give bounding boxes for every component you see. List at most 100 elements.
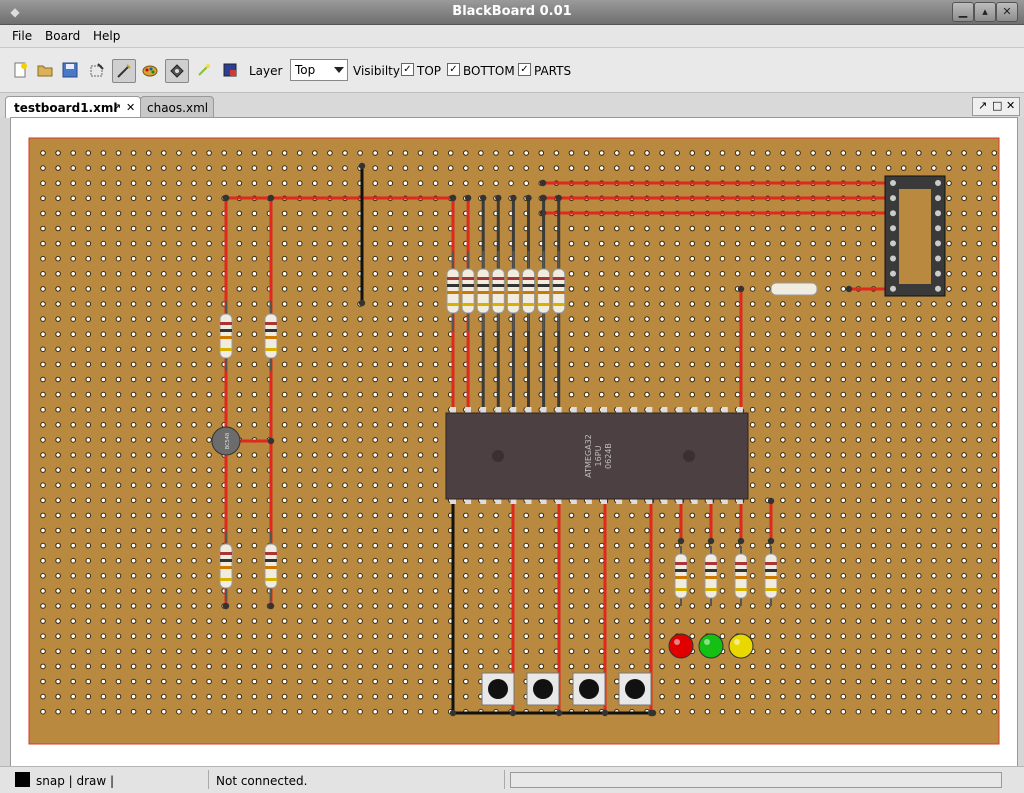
visibility-bottom-label: BOTTOM — [463, 64, 515, 78]
socket-pin — [935, 270, 941, 277]
close-window-button[interactable]: ✕ — [996, 2, 1018, 22]
resistor-band — [507, 284, 520, 287]
visibility-parts-checkbox[interactable]: ✓ — [518, 63, 531, 76]
color-swatch — [15, 772, 30, 787]
chip-pin — [570, 496, 577, 504]
resistor-band — [220, 559, 232, 562]
solder-joint — [540, 194, 547, 202]
solder-joint — [677, 537, 685, 545]
push-button — [481, 672, 515, 706]
chip-pin — [525, 407, 532, 415]
resistor-band — [447, 284, 459, 287]
solder-joint — [767, 537, 775, 545]
resistor-band — [477, 284, 490, 287]
solder-joint — [845, 285, 853, 293]
new-icon[interactable] — [9, 59, 31, 81]
palette-icon[interactable] — [139, 59, 161, 81]
transistor — [211, 426, 241, 456]
status-bar: snap | draw | Not connected. — [0, 766, 1024, 793]
menu-file[interactable]: File — [12, 29, 33, 43]
push-button — [526, 672, 560, 706]
chip-pin — [465, 407, 472, 415]
solder-joint — [539, 179, 547, 187]
layer-select[interactable]: Top — [290, 59, 348, 81]
resistor-band — [265, 336, 277, 339]
resistor-band — [492, 284, 505, 287]
resistor-band — [735, 588, 747, 591]
chip-dimple — [683, 450, 695, 462]
resistor-band — [522, 277, 535, 280]
solder-joint — [267, 602, 275, 610]
chip-pin — [555, 407, 562, 415]
socket-pin — [890, 240, 896, 247]
status-divider — [504, 770, 505, 789]
visibility-top-checkbox[interactable]: ✓ — [401, 63, 414, 76]
solder-joint — [358, 162, 366, 170]
maximize-button[interactable]: ▴ — [974, 2, 996, 22]
save-icon[interactable] — [59, 59, 81, 81]
tab-chaos[interactable]: chaos.xml — [140, 96, 214, 118]
menu-help[interactable]: Help — [93, 29, 121, 43]
socket-pin — [935, 225, 941, 232]
resistor-band — [675, 562, 687, 565]
resistor-band — [507, 303, 520, 306]
chip-pin — [736, 496, 743, 504]
resistor-band — [447, 291, 459, 294]
resistor-band — [477, 277, 490, 280]
socket-pin — [935, 285, 941, 292]
resistor-band — [447, 277, 459, 280]
app-icon[interactable]: ◆ — [10, 5, 20, 19]
draw-wire-icon[interactable] — [112, 59, 136, 83]
chip-pin — [480, 496, 487, 504]
resistor-band — [675, 588, 687, 591]
resistor-band — [507, 277, 520, 280]
led — [728, 633, 754, 659]
open-icon[interactable] — [34, 59, 56, 81]
push-button-cap — [488, 679, 508, 699]
chip-pin — [495, 496, 502, 504]
chip-label: 16PU — [594, 445, 603, 466]
part-icon[interactable] — [165, 59, 189, 83]
chip-pin — [601, 407, 607, 415]
solder-joint — [737, 537, 745, 545]
tab-testboard1[interactable]: testboard1.xml ↗ ✕ — [5, 96, 141, 118]
resistor-band — [735, 562, 747, 565]
socket-pin — [935, 240, 941, 247]
chip-pin — [510, 496, 517, 504]
resistor-band — [537, 291, 550, 294]
chip-pin — [616, 407, 623, 415]
maximize-panel-icon[interactable]: □ — [992, 99, 1003, 112]
pin-icon[interactable]: ↗ — [112, 101, 122, 114]
tab-chaos-label: chaos.xml — [147, 101, 209, 115]
socket-pin — [935, 255, 941, 262]
select-icon[interactable] — [86, 59, 108, 81]
visibility-bottom-checkbox[interactable]: ✓ — [447, 63, 460, 76]
chip-pin — [480, 407, 487, 415]
menu-board[interactable]: Board — [45, 29, 81, 43]
status-divider — [208, 770, 209, 789]
minimize-button[interactable]: ▁ — [952, 2, 974, 22]
resistor-band — [552, 291, 565, 294]
solder-joint — [495, 194, 502, 202]
resistor-band — [735, 569, 747, 572]
color-icon[interactable] — [219, 59, 241, 81]
resistor-band — [220, 329, 232, 332]
tab-testboard1-label: testboard1.xml — [14, 101, 118, 115]
menu-bar: File Board Help — [0, 25, 1024, 48]
resistor-band — [220, 348, 232, 351]
undock-icon[interactable]: ↗ — [978, 99, 988, 112]
close-tab-icon[interactable]: ✕ — [126, 101, 136, 114]
resistor-band — [220, 566, 232, 569]
solder-joint — [449, 194, 457, 202]
resistor-band — [220, 552, 232, 555]
socket-pin — [890, 225, 896, 232]
probe-icon[interactable] — [193, 59, 215, 81]
resistor-band — [462, 303, 475, 306]
status-mode: snap | draw | — [36, 774, 115, 788]
close-panel-icon[interactable]: ✕ — [1006, 99, 1016, 112]
resistor-band — [220, 336, 232, 339]
resistor-band — [265, 559, 277, 562]
socket-pin — [890, 210, 896, 217]
